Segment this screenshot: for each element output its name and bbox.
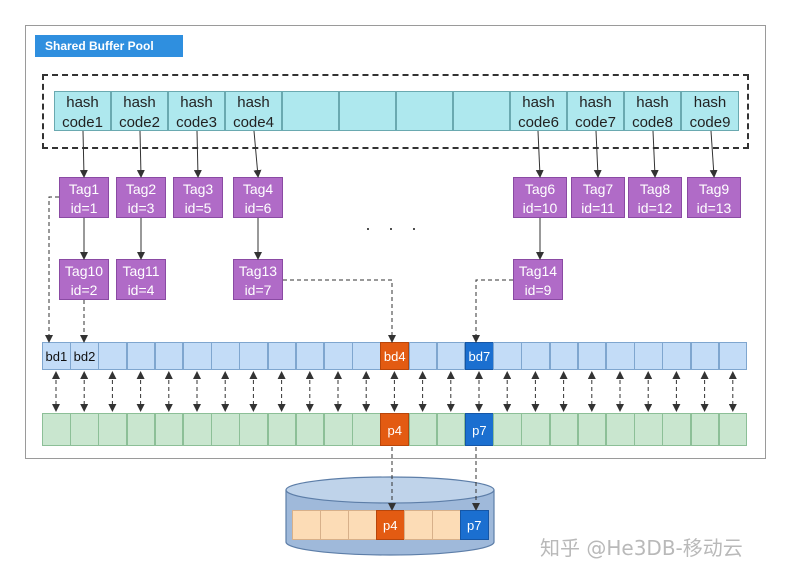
disk-block bbox=[404, 510, 433, 540]
connector-arrow bbox=[45, 196, 59, 343]
connector-arrow bbox=[136, 130, 145, 178]
buffer-page bbox=[352, 413, 381, 446]
buffer-descriptor bbox=[436, 342, 466, 370]
connector-arrow bbox=[79, 130, 88, 178]
buffer-page bbox=[690, 413, 720, 446]
buffer-descriptor bbox=[211, 342, 240, 370]
buffer-page bbox=[577, 413, 607, 446]
buffer-descriptor bbox=[98, 342, 128, 370]
buffer-page bbox=[239, 413, 269, 446]
connector-arrow bbox=[709, 130, 718, 178]
hash-cell bbox=[282, 91, 339, 131]
disk-p7: p7 bbox=[460, 510, 489, 540]
buffer-descriptor bbox=[577, 342, 607, 370]
buffer-page bbox=[295, 413, 325, 446]
connector-arrow bbox=[193, 130, 202, 178]
disk-p4: p4 bbox=[376, 510, 405, 540]
buffer-descriptor-bd4: bd4 bbox=[380, 342, 410, 370]
connector-arrow bbox=[650, 130, 659, 178]
buffer-descriptor-bd7: bd7 bbox=[465, 342, 494, 370]
disk-block bbox=[432, 510, 461, 540]
buffer-page bbox=[70, 413, 99, 446]
buffer-descriptor bbox=[126, 342, 156, 370]
buffer-descriptor bbox=[408, 342, 438, 370]
page-p4: p4 bbox=[380, 413, 410, 446]
disk-block bbox=[292, 510, 321, 540]
pool-title: Shared Buffer Pool bbox=[35, 35, 183, 57]
buffer-descriptor bbox=[634, 342, 663, 370]
buffer-page bbox=[98, 413, 128, 446]
buffer-page bbox=[408, 413, 438, 446]
hash-cell bbox=[339, 91, 396, 131]
buffer-descriptor bbox=[183, 342, 212, 370]
page-p7: p7 bbox=[465, 413, 494, 446]
buffer-page bbox=[267, 413, 297, 446]
buffer-page bbox=[493, 413, 522, 446]
buffer-descriptor bbox=[239, 342, 269, 370]
buffer-descriptor bbox=[295, 342, 325, 370]
buffer-page bbox=[154, 413, 184, 446]
connector-arrow bbox=[472, 279, 513, 343]
buffer-page bbox=[662, 413, 692, 446]
watermark: 知乎 @He3DB-移动云 bbox=[540, 536, 743, 560]
buffer-page bbox=[183, 413, 212, 446]
disk-block bbox=[320, 510, 349, 540]
connector-arrow bbox=[593, 130, 602, 178]
buffer-page bbox=[549, 413, 579, 446]
connector-arrow bbox=[253, 130, 262, 178]
hash-cell bbox=[396, 91, 453, 131]
connector-arrow bbox=[283, 279, 396, 343]
buffer-descriptor bbox=[493, 342, 522, 370]
buffer-descriptor bbox=[521, 342, 551, 370]
hash-table-frame bbox=[42, 74, 749, 149]
buffer-page bbox=[634, 413, 663, 446]
ellipsis: · · · bbox=[365, 218, 423, 238]
buffer-page bbox=[211, 413, 240, 446]
buffer-page bbox=[42, 413, 71, 446]
buffer-page bbox=[718, 413, 748, 446]
buffer-descriptor bbox=[718, 342, 748, 370]
buffer-descriptor bbox=[690, 342, 720, 370]
buffer-page bbox=[521, 413, 551, 446]
buffer-descriptor bbox=[662, 342, 692, 370]
buffer-descriptor-bd1: bd1 bbox=[42, 342, 71, 370]
buffer-descriptor bbox=[606, 342, 635, 370]
buffer-descriptor bbox=[549, 342, 579, 370]
buffer-page bbox=[436, 413, 466, 446]
connector-arrow bbox=[535, 130, 544, 178]
buffer-page bbox=[606, 413, 635, 446]
buffer-descriptor bbox=[352, 342, 381, 370]
buffer-descriptor bbox=[267, 342, 297, 370]
buffer-descriptor bbox=[154, 342, 184, 370]
buffer-page bbox=[126, 413, 156, 446]
disk-block bbox=[348, 510, 377, 540]
buffer-descriptor bbox=[324, 342, 353, 370]
hash-cell bbox=[453, 91, 510, 131]
